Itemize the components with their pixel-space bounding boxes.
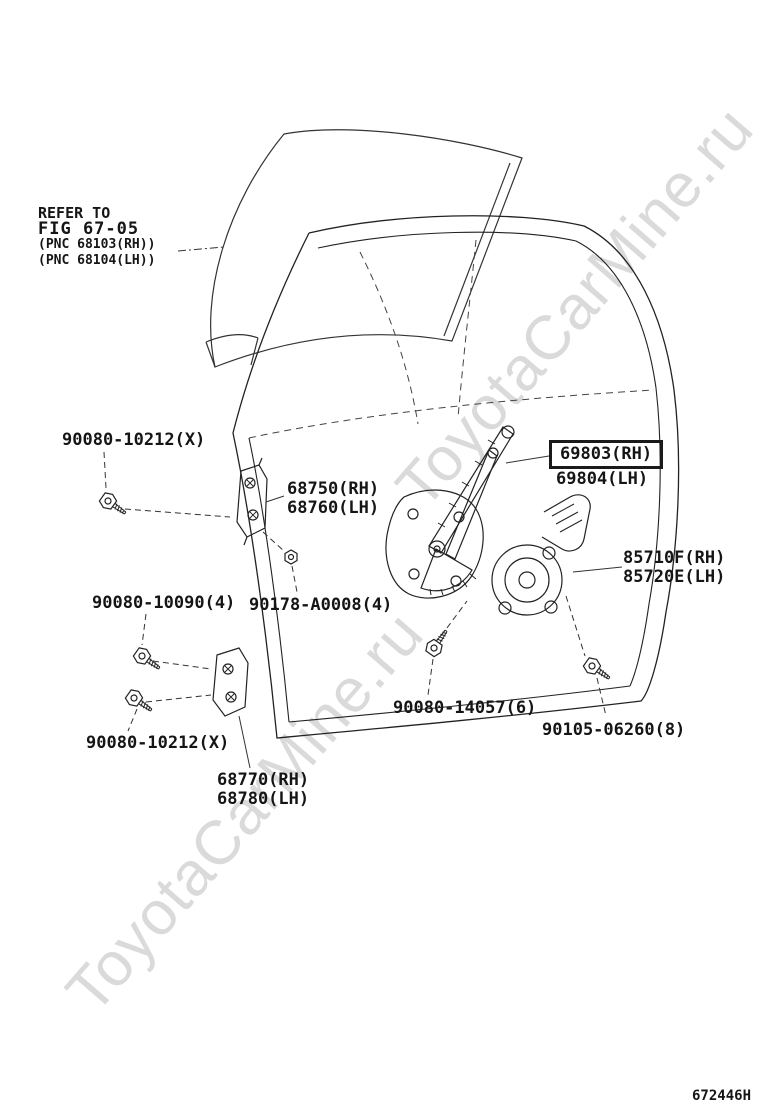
part-label-upper-hinge-lh[interactable]: 68760(LH) [287,498,380,518]
refer-pnc-rh: (PNC 68103(RH)) [38,237,156,252]
part-label-bolt-lower-hinge[interactable]: 90080-10212(X) [86,733,230,753]
refer-to-note[interactable]: REFER TO FIG 67-05 (PNC 68103(RH)) (PNC … [38,205,155,269]
hidden-edge-lines [248,239,655,439]
part-label-bolt-06260[interactable]: 90105-06260(8) [542,720,686,740]
part-label-upper-hinge[interactable]: 68750(RH) 68760(LH) [287,480,379,518]
part-label-bolt-14057[interactable]: 90080-14057(6) [393,698,537,718]
regulator-motor-drawing [491,494,591,616]
part-label-lower-hinge-rh[interactable]: 68770(RH) [217,770,310,790]
refer-line: REFER TO [38,204,111,222]
diagram-code: 672446H [692,1088,752,1104]
refer-fig-number: FIG 67-05 [38,219,140,239]
part-label-regulator-lh[interactable]: 69804(LH) [556,469,649,489]
refer-pnc-lh: (PNC 68104(LH)) [38,253,156,268]
leader-lines [103,246,623,769]
part-label-lower-hinge-lh[interactable]: 68780(LH) [217,789,310,809]
part-label-bolt-upper-hinge[interactable]: 90080-10212(X) [62,430,206,450]
upper-hinge-drawing [236,457,268,546]
part-label-motor[interactable]: 85710F(RH) 85720E(LH) [623,549,725,587]
part-label-motor-lh[interactable]: 85720E(LH) [623,567,726,587]
part-label-upper-hinge-rh[interactable]: 68750(RH) [287,479,380,499]
part-label-motor-rh[interactable]: 85710F(RH) [623,548,726,568]
part-label-bolt-10090[interactable]: 90080-10090(4) [92,593,236,613]
highlighted-part-box-regulator-rh[interactable]: 69803(RH) [549,440,664,469]
part-label-nut-a0008[interactable]: 90178-A0008(4) [249,595,393,615]
window-regulator-drawing [385,425,515,599]
lower-hinge-drawing [212,647,249,717]
window-glass-drawing [205,129,523,368]
part-label-lower-hinge[interactable]: 68770(RH) 68780(LH) [217,771,309,809]
